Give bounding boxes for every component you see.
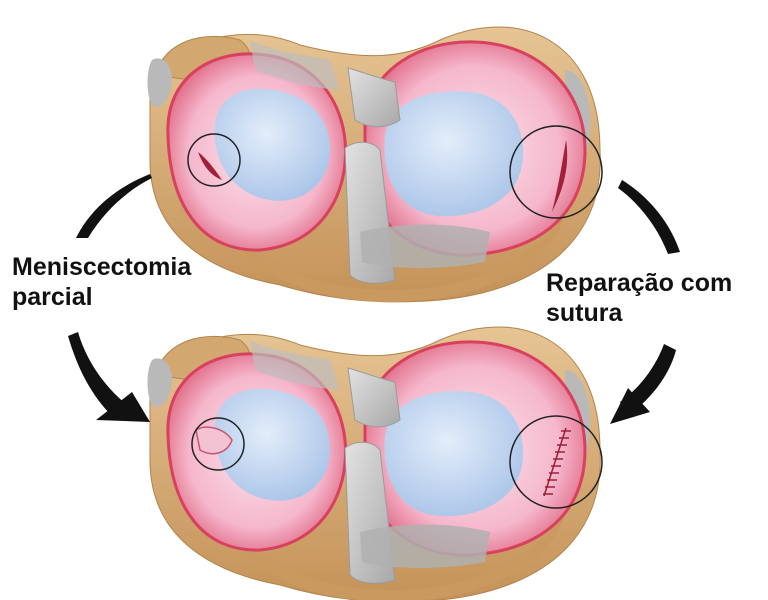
partial-meniscectomy-label: Meniscectomia parcial xyxy=(12,252,191,312)
label-left-line1: Meniscectomia xyxy=(12,253,192,281)
flap-tear xyxy=(198,152,222,180)
curved-arrow-icon xyxy=(610,180,680,424)
highlight-circle-right-top xyxy=(509,125,603,219)
trimmed-edge xyxy=(195,426,233,455)
label-right-line1: Reparação com xyxy=(546,269,733,297)
highlight-circle-left-bottom xyxy=(191,417,245,471)
highlight-circle-right-bottom xyxy=(509,415,603,509)
suture-line xyxy=(543,427,571,497)
label-left-line2: parcial xyxy=(12,283,93,311)
label-right-line2: sutura xyxy=(546,299,623,327)
knee-bottom-illustration xyxy=(146,325,603,600)
knee-top-illustration xyxy=(146,25,603,304)
longitudinal-tear xyxy=(552,140,568,212)
suture-repair-label: Reparação com sutura xyxy=(546,268,732,328)
curved-arrow-icon xyxy=(68,174,152,422)
highlight-circle-left-top xyxy=(187,133,241,187)
